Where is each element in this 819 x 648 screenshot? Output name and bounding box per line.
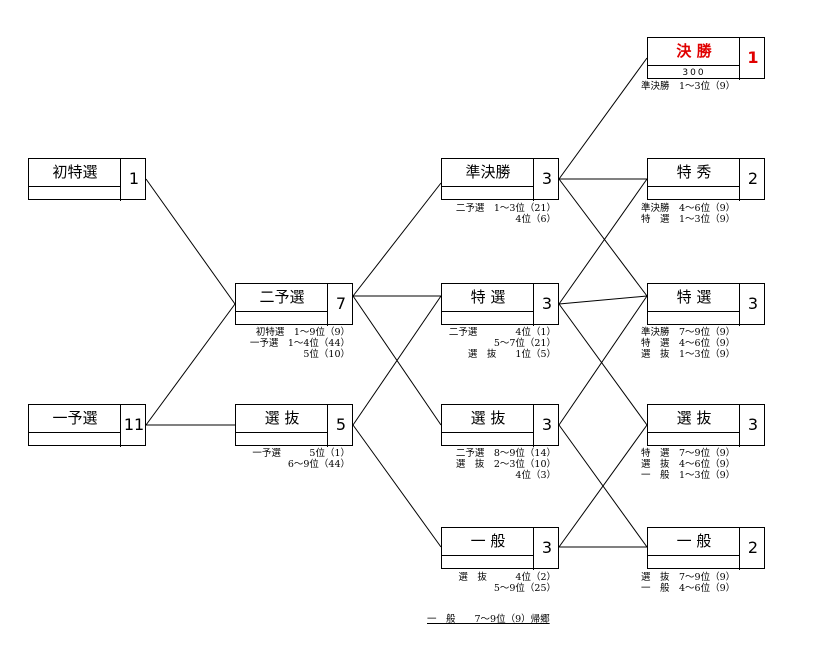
note-line: 4位（3）	[515, 470, 556, 481]
final-prize: 300	[682, 68, 706, 78]
ippan2-name: 一 般	[442, 528, 534, 556]
note-line: 選 抜 4位（2）	[458, 572, 556, 583]
note-line: 一 般 1～3位（9）	[641, 470, 736, 481]
final-count: 1	[739, 38, 766, 80]
ippan2-notes: 選 抜 4位（2） 5～9位（25）	[432, 572, 556, 594]
junkessho-count: 3	[533, 159, 560, 201]
note-line: 選 抜 2～3位（10）	[455, 459, 556, 470]
note-line: 6～9位（44）	[287, 459, 350, 470]
note-line: 準決勝 4～6位（9）	[641, 203, 736, 214]
senbatsu2-box: 選 抜 3	[441, 404, 560, 447]
note-line: 5～9位（25）	[493, 583, 556, 594]
ichiyo-name: 一予選	[29, 405, 121, 433]
note-line: 選 抜 1位（5）	[467, 349, 556, 360]
senbatsu-count: 5	[327, 405, 354, 447]
senbatsu2-count: 3	[533, 405, 560, 447]
connector-line	[558, 178, 648, 297]
senbatsu3-box: 選 抜 3	[647, 404, 766, 447]
note-line: 選 抜 4～6位（9）	[641, 459, 736, 470]
senbatsu-name: 選 抜	[236, 405, 328, 433]
tokushu-notes: 準決勝 4～6位（9） 特 選 1～3位（9）	[641, 203, 735, 225]
niyo-notes: 初特選 1～9位（9） 一予選 1～4位（44） 5位（10）	[232, 327, 350, 360]
tokusen2-name: 特 選	[442, 284, 534, 312]
ippan3-box: 一 般 2	[647, 527, 766, 570]
connector-line	[558, 303, 648, 426]
connector-line	[145, 303, 236, 426]
tokusen3-box: 特 選 3	[647, 283, 766, 326]
tokushu-count: 2	[739, 159, 766, 201]
tokusen3-count: 3	[739, 284, 766, 326]
tokushu-name: 特 秀	[648, 159, 740, 187]
junkessho-box: 準決勝 3	[441, 158, 560, 201]
senbatsu3-count: 3	[739, 405, 766, 447]
note-line: 二予選 4位（1）	[448, 327, 556, 338]
connector-line	[145, 178, 236, 305]
connector-line	[558, 178, 648, 305]
ippan3-notes: 選 抜 7～9位（9） 一 般 4～6位（9）	[641, 572, 735, 594]
hatsu-tokusen-box: 初特選 1	[28, 158, 147, 201]
final-name: 決 勝	[648, 38, 740, 66]
connector-line	[352, 182, 442, 297]
tokusen3-name: 特 選	[648, 284, 740, 312]
senbatsu2-name: 選 抜	[442, 405, 534, 433]
final-box: 決 勝 300 1	[647, 37, 766, 80]
senbatsu-box: 選 抜 5	[235, 404, 354, 447]
note-line: 5位（10）	[303, 349, 350, 360]
connector-line	[558, 295, 648, 426]
connector-line	[558, 295, 648, 305]
footer-note: 一 般 7～9位（9）帰郷	[427, 614, 550, 625]
tokusen2-box: 特 選 3	[441, 283, 560, 326]
tokusen2-count: 3	[533, 284, 560, 326]
connector-line	[558, 424, 648, 548]
note-line: 選 抜 7～9位（9）	[641, 572, 736, 583]
niyo-name: 二予選	[236, 284, 328, 312]
note-line: 初特選 1～9位（9）	[255, 327, 350, 338]
ippan2-count: 3	[533, 528, 560, 570]
note-line: 5～7位（21）	[493, 338, 556, 349]
note-line: 特 選 1～3位（9）	[641, 214, 736, 225]
ippan2-box: 一 般 3	[441, 527, 560, 570]
ippan3-name: 一 般	[648, 528, 740, 556]
senbatsu3-notes: 特 選 7～9位（9） 選 抜 4～6位（9） 一 般 1～3位（9）	[641, 448, 735, 481]
note-line: 一 般 4～6位（9）	[641, 583, 736, 594]
ippan3-count: 2	[739, 528, 766, 570]
tokusen3-notes: 準決勝 7～9位（9） 特 選 4～6位（9） 選 抜 1～3位（9）	[641, 327, 735, 360]
note-line: 特 選 7～9位（9）	[641, 448, 736, 459]
ichiyo-count: 11	[120, 405, 147, 447]
senbatsu3-name: 選 抜	[648, 405, 740, 433]
note-line: 一予選 1～4位（44）	[249, 338, 350, 349]
note-line: 準決勝 7～9位（9）	[641, 327, 736, 338]
note-line: 4位（6）	[515, 214, 556, 225]
senbatsu-notes: 一予選 5位（1） 6～9位（44）	[222, 448, 350, 470]
note-line: 二予選 8～9位（14）	[455, 448, 556, 459]
final-notes: 準決勝 1～3位（9）	[641, 81, 735, 92]
niyo-count: 7	[327, 284, 354, 326]
niyo-box: 二予選 7	[235, 283, 354, 326]
connector-line	[352, 424, 442, 548]
tokushu-box: 特 秀 2	[647, 158, 766, 201]
connector-line	[352, 295, 442, 426]
note-line: 二予選 1～3位（21）	[455, 203, 556, 214]
note-line: 選 抜 1～3位（9）	[641, 349, 736, 360]
connector-line	[558, 57, 648, 180]
ichiyo-box: 一予選 11	[28, 404, 147, 447]
note-line: 一予選 5位（1）	[252, 448, 350, 459]
senbatsu2-notes: 二予選 8～9位（14） 選 抜 2～3位（10） 4位（3）	[432, 448, 556, 481]
hatsu-tokusen-count: 1	[120, 159, 147, 201]
junkessho-notes: 二予選 1～3位（21） 4位（6）	[432, 203, 556, 225]
note-line: 特 選 4～6位（9）	[641, 338, 736, 349]
tokusen2-notes: 二予選 4位（1） 5～7位（21） 選 抜 1位（5）	[432, 327, 556, 360]
hatsu-tokusen-name: 初特選	[29, 159, 121, 187]
junkessho-name: 準決勝	[442, 159, 534, 187]
note-line: 準決勝 1～3位（9）	[641, 81, 736, 92]
